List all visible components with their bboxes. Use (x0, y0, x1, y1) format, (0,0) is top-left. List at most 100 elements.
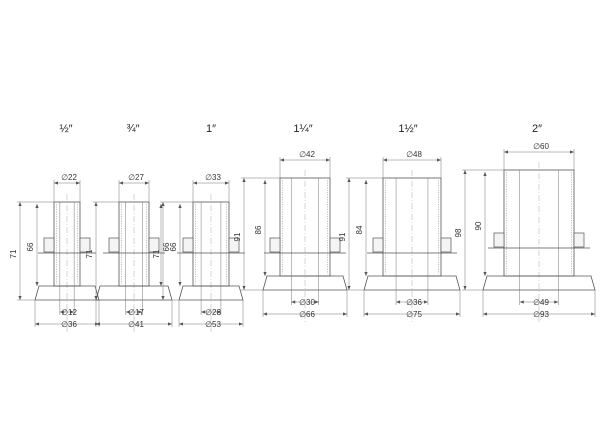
arrowhead (70, 310, 75, 314)
arrowhead (364, 272, 368, 276)
arrowhead (347, 286, 351, 290)
arrowhead (96, 322, 100, 326)
arrowhead (396, 300, 401, 304)
arrowhead (242, 178, 246, 182)
flange-diameter-label: ∅53 (205, 320, 221, 329)
arrowhead (35, 282, 39, 286)
arrowhead (201, 310, 206, 314)
size-label: 2″ (532, 123, 542, 135)
arrowhead (59, 310, 64, 314)
arrowhead (168, 322, 172, 326)
flange-diameter-label: ∅75 (406, 310, 422, 319)
top-diameter-label: ∅33 (205, 173, 221, 182)
nut-left (493, 232, 505, 248)
size-label: 1″ (206, 123, 216, 135)
arrowhead (161, 202, 165, 206)
arrowhead (280, 158, 284, 162)
size-label: ½″ (59, 123, 72, 135)
top-diameter-label: ∅27 (128, 173, 144, 182)
size-label: ¾″ (126, 123, 139, 135)
arrowhead (178, 204, 182, 208)
arrowhead (263, 180, 267, 184)
outer-height-label: 71 (152, 249, 161, 258)
arrowhead (216, 310, 221, 314)
arrowhead (94, 202, 98, 206)
flange (482, 275, 596, 291)
nut-left (182, 237, 194, 253)
arrowhead (326, 158, 330, 162)
nut-left (372, 237, 384, 253)
arrowhead (35, 322, 39, 326)
arrowhead (178, 282, 182, 286)
arrowhead (179, 322, 183, 326)
arrowhead (504, 150, 508, 154)
arrowhead (483, 312, 487, 316)
arrowhead (456, 312, 460, 316)
flange-diameter-label: ∅93 (533, 310, 549, 319)
arrowhead (35, 204, 39, 208)
arrowhead (364, 312, 368, 316)
inner-height-label: 84 (355, 225, 364, 234)
arrowhead (242, 286, 246, 290)
arrowhead (314, 300, 319, 304)
arrowhead (94, 296, 98, 300)
arrowhead (263, 312, 267, 316)
flange (178, 285, 244, 301)
inner-height-label: 66 (169, 242, 178, 251)
bore-diameter-label: ∅17 (128, 308, 144, 317)
flange-diameter-label: ∅36 (61, 320, 77, 329)
flange-diameter-label: ∅66 (299, 310, 315, 319)
outer-height-label: 98 (454, 228, 463, 237)
inner-height-label: 66 (26, 242, 35, 251)
top-diameter-label: ∅42 (299, 150, 315, 159)
arrowhead (225, 181, 229, 185)
inner-height-label: 66 (162, 242, 171, 251)
arrowhead (263, 272, 267, 276)
top-diameter-label: ∅22 (61, 173, 77, 182)
nut-left (108, 237, 120, 253)
fittings-group: ½″∅22∅12∅367166¾″∅27∅17∅4171661″∅33∅23∅5… (9, 123, 596, 334)
size-label: 1¼″ (293, 123, 312, 135)
arrowhead (159, 282, 163, 286)
arrowhead (463, 286, 467, 290)
arrowhead (463, 170, 467, 174)
top-diameter-label: ∅48 (406, 150, 422, 159)
top-diameter-label: ∅60 (533, 142, 549, 151)
inner-height-label: 86 (254, 225, 263, 234)
bore-diameter-label: ∅23 (205, 308, 221, 317)
outer-height-label: 71 (85, 249, 94, 258)
outer-height-label: 71 (9, 249, 18, 258)
arrowhead (364, 180, 368, 184)
nut-left (43, 237, 55, 253)
flange (34, 285, 100, 301)
arrowhead (383, 158, 387, 162)
outer-height-label: 91 (338, 232, 347, 241)
arrowhead (483, 272, 487, 276)
arrowhead (18, 296, 22, 300)
arrowhead (437, 158, 441, 162)
size-label: 1½″ (398, 123, 417, 135)
nut-right (228, 237, 240, 253)
arrowhead (343, 312, 347, 316)
flange (95, 285, 173, 301)
arrowhead (423, 300, 428, 304)
arrowhead (161, 296, 165, 300)
nut-left (269, 237, 281, 253)
arrowhead (347, 178, 351, 182)
arrowhead (125, 310, 130, 314)
arrowhead (138, 310, 143, 314)
nut-right (79, 237, 91, 253)
arrowhead (570, 150, 574, 154)
arrowhead (54, 181, 58, 185)
nut-right (573, 232, 585, 248)
arrowhead (519, 300, 524, 304)
bore-diameter-label: ∅49 (533, 298, 549, 307)
arrowhead (159, 204, 163, 208)
arrowhead (554, 300, 559, 304)
